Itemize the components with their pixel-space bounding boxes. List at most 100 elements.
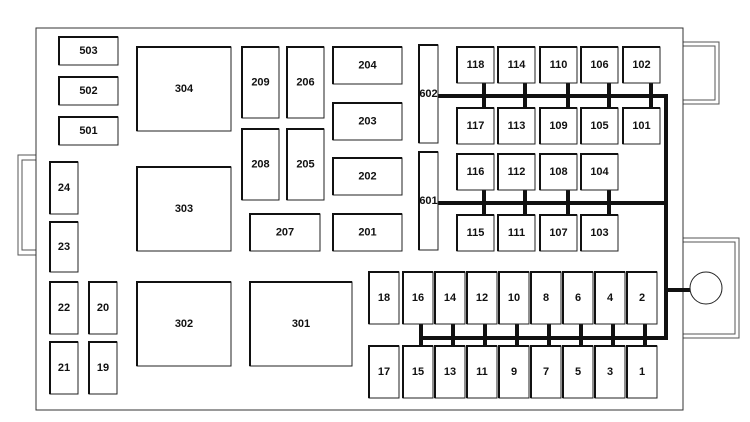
- fuse-label: 203: [358, 116, 376, 128]
- fuse-4: 4: [594, 271, 626, 325]
- fuse-116: 116: [456, 153, 495, 191]
- fuse-102: 102: [622, 46, 661, 84]
- fuse-label: 6: [575, 292, 581, 304]
- fuse-label: 105: [590, 120, 608, 132]
- fuse-18: 18: [368, 271, 400, 325]
- fuse-label: 12: [476, 292, 488, 304]
- fuse-118: 118: [456, 46, 495, 84]
- fuse-label: 101: [632, 120, 650, 132]
- bus-602: 602: [418, 44, 439, 144]
- fuse-label: 304: [175, 83, 194, 95]
- left-connector-tab: [17, 154, 37, 256]
- fuse-label: 23: [58, 241, 70, 253]
- fuse-label: 114: [508, 59, 527, 71]
- relay-501: 501: [58, 116, 119, 146]
- relay-302: 302: [136, 281, 232, 367]
- fuse-108: 108: [539, 153, 578, 191]
- fuse-201: 201: [332, 213, 403, 252]
- relay-503: 503: [58, 36, 119, 66]
- fuse-20: 20: [88, 281, 118, 335]
- fuse-label: 17: [378, 366, 390, 378]
- fuse-label: 201: [358, 227, 376, 239]
- fuse-9: 9: [498, 345, 530, 399]
- fuse-label: 9: [511, 366, 517, 378]
- fuse-110: 110: [539, 46, 578, 84]
- fuse-14: 14: [434, 271, 466, 325]
- fuse-label: 4: [607, 292, 614, 304]
- fuse-204: 204: [332, 46, 403, 85]
- fuse-23: 23: [49, 221, 79, 273]
- fuse-15: 15: [402, 345, 434, 399]
- battery-terminal: [689, 271, 723, 305]
- fuse-label: 1: [639, 366, 645, 378]
- fuse-105: 105: [580, 107, 619, 145]
- fuse-label: 108: [549, 166, 567, 178]
- fuse-2: 2: [626, 271, 658, 325]
- fuse-label: 502: [79, 85, 97, 97]
- fuse-6: 6: [562, 271, 594, 325]
- fuse-label: 102: [632, 59, 650, 71]
- bus-bars: [419, 82, 697, 350]
- fuse-label: 503: [79, 45, 97, 57]
- fuse-label: 10: [508, 292, 520, 304]
- fuse-label: 501: [79, 125, 97, 137]
- fuse-label: 2: [639, 292, 645, 304]
- fuse-label: 5: [575, 366, 581, 378]
- fuse-label: 3: [607, 366, 613, 378]
- fuse-label: 24: [58, 182, 71, 194]
- fuse-label: 103: [590, 227, 608, 239]
- relay-205: 205: [286, 128, 325, 201]
- fuse-label: 111: [508, 227, 525, 239]
- fuse-117: 117: [456, 107, 495, 145]
- fuse-12: 12: [466, 271, 498, 325]
- fuse-label: 205: [296, 159, 314, 171]
- fuse-label: 208: [251, 159, 269, 171]
- fuse-112: 112: [497, 153, 536, 191]
- fuse-111: 111: [497, 214, 536, 252]
- relay-502: 502: [58, 76, 119, 106]
- fuse-label: 117: [467, 120, 485, 132]
- fuse-109: 109: [539, 107, 578, 145]
- fuse-104: 104: [580, 153, 619, 191]
- fuse-106: 106: [580, 46, 619, 84]
- fuse-24: 24: [49, 161, 79, 215]
- fuse-label: 13: [444, 366, 456, 378]
- fuse-label: 20: [97, 302, 109, 314]
- fuse-label: 302: [175, 318, 193, 330]
- fuse-115: 115: [456, 214, 495, 252]
- relay-304: 304: [136, 46, 232, 132]
- fuse-3: 3: [594, 345, 626, 399]
- fuse-label: 107: [549, 227, 567, 239]
- fuse-label: 11: [476, 366, 488, 378]
- fuse-label: 202: [358, 171, 376, 183]
- fuse-label: 16: [412, 292, 424, 304]
- fuse-label: 303: [175, 203, 193, 215]
- fuse-label: 8: [543, 292, 549, 304]
- fuse-103: 103: [580, 214, 619, 252]
- fuse-16: 16: [402, 271, 434, 325]
- fuse-21: 21: [49, 341, 79, 395]
- fuse-label: 15: [412, 366, 424, 378]
- fuse-202: 202: [332, 157, 403, 196]
- top-right-connector-tab: [682, 41, 720, 105]
- fuse-label: 104: [590, 166, 609, 178]
- fuse-label: 7: [543, 366, 549, 378]
- fuse-17: 17: [368, 345, 400, 399]
- fuse-label: 602: [419, 88, 437, 100]
- bus-601: 601: [418, 151, 439, 251]
- fuse-label: 21: [58, 362, 70, 374]
- fuse-10: 10: [498, 271, 530, 325]
- fuse-label: 601: [419, 195, 437, 207]
- fuse-label: 209: [251, 77, 269, 89]
- fuse-label: 207: [276, 227, 294, 239]
- fuse-label: 109: [549, 120, 567, 132]
- fuse-1: 1: [626, 345, 658, 399]
- fuse-101: 101: [622, 107, 661, 145]
- fuse-label: 110: [550, 59, 568, 71]
- fuse-label: 112: [508, 166, 526, 178]
- fuse-107: 107: [539, 214, 578, 252]
- fuse-203: 203: [332, 102, 403, 141]
- relay-207: 207: [249, 213, 321, 252]
- fuse-label: 204: [358, 60, 377, 72]
